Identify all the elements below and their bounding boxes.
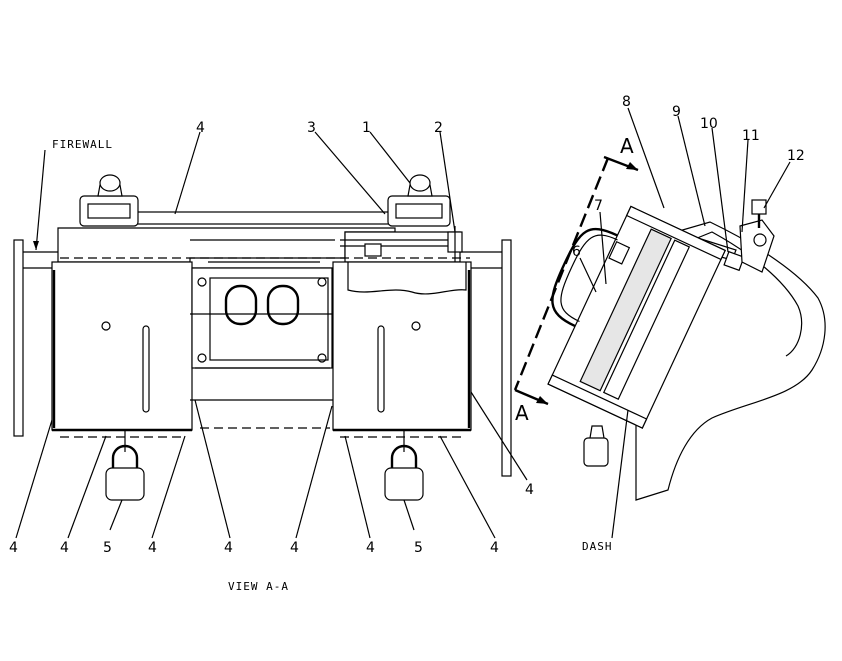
callout-4-f: 4 (366, 540, 375, 556)
side-padlock (583, 437, 609, 467)
callout-4-g: 4 (490, 540, 499, 556)
callout-9: 9 (672, 104, 681, 120)
callout-11: 11 (742, 128, 760, 144)
callout-4-h: 4 (525, 482, 534, 498)
left-padlock (105, 467, 145, 501)
callout-4-e: 4 (290, 540, 299, 556)
section-marker-top: A (620, 134, 634, 158)
callout-4-a: 4 (9, 540, 18, 556)
view-caption: VIEW A-A (228, 580, 289, 593)
callout-4-top: 4 (196, 120, 205, 136)
callout-7: 7 (594, 198, 603, 214)
callout-1: 1 (362, 120, 371, 136)
callout-4-b: 4 (60, 540, 69, 556)
callout-6: 6 (572, 244, 581, 260)
left-box (51, 261, 193, 431)
callout-8: 8 (622, 94, 631, 110)
callout-5-left: 5 (103, 540, 112, 556)
callout-10: 10 (700, 116, 718, 132)
top-rail (135, 211, 392, 225)
callout-2: 2 (434, 120, 443, 136)
left-post (13, 239, 24, 437)
callout-12: 12 (787, 148, 805, 164)
section-line (513, 157, 610, 391)
center-panel (191, 267, 333, 369)
callout-4-d: 4 (224, 540, 233, 556)
view-a-a-drawing (13, 131, 528, 539)
firewall-label: FIREWALL (52, 138, 113, 151)
side-view-drawing (513, 107, 826, 539)
callout-5-right: 5 (414, 540, 423, 556)
right-padlock (384, 467, 424, 501)
callout-4-c: 4 (148, 540, 157, 556)
callout-3: 3 (307, 120, 316, 136)
section-marker-bottom: A (515, 401, 529, 425)
right-post (501, 239, 512, 477)
right-box (332, 261, 472, 431)
dash-label: DASH (582, 540, 613, 553)
